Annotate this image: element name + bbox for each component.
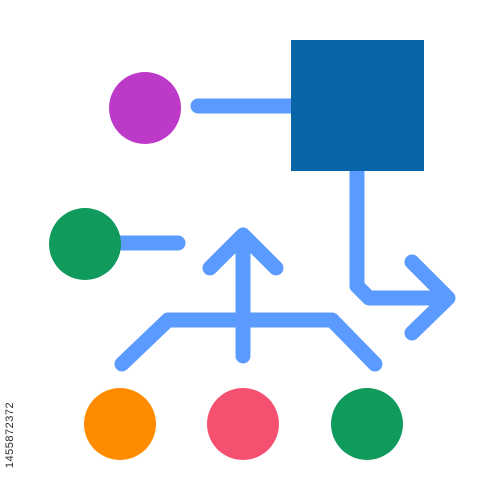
branch-connector xyxy=(114,312,383,372)
elbow-arrow-line xyxy=(349,162,455,306)
process-square xyxy=(291,40,424,171)
stock-id-text: 1455872372 xyxy=(4,401,16,469)
orange-node xyxy=(84,388,156,460)
green-node-bottom xyxy=(331,388,403,460)
green-node xyxy=(49,208,121,280)
up-arrow-head xyxy=(202,227,284,276)
purple-node xyxy=(109,72,181,144)
elbow-arrow-head xyxy=(404,254,456,341)
stock-id-label: 1455872372 xyxy=(0,380,22,490)
pink-node xyxy=(207,388,279,460)
